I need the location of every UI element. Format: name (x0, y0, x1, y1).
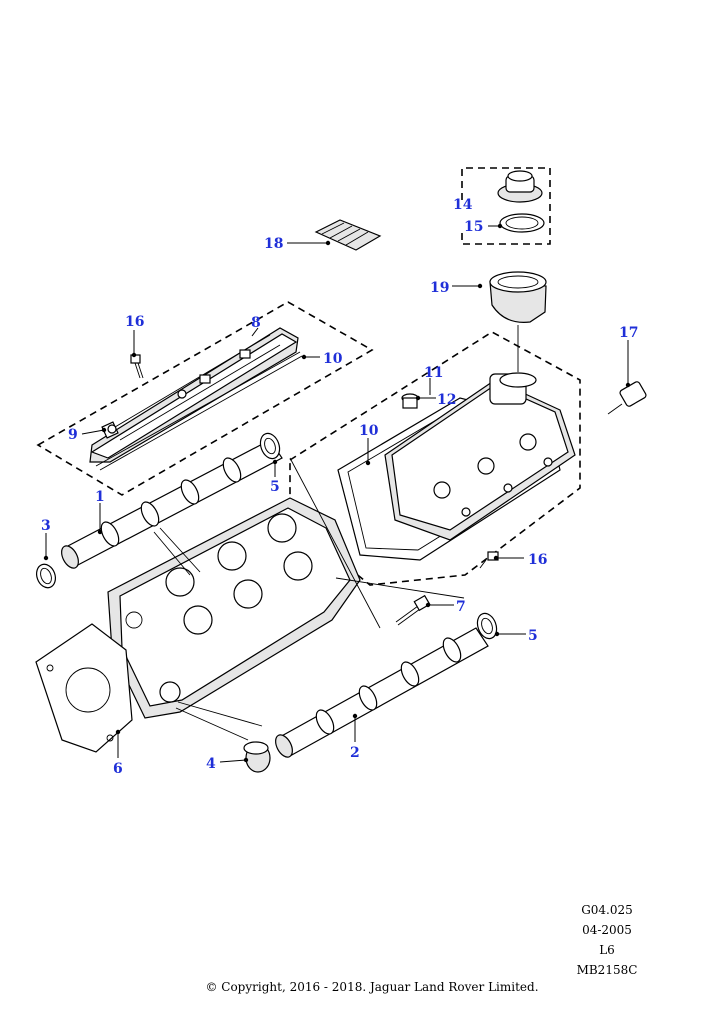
drawing-metadata: G04.025 04-2005 L6 MB2158C (572, 900, 642, 980)
callout-6: 6 (113, 761, 123, 777)
callout-5-upper: 5 (270, 479, 280, 495)
bolt-7 (395, 594, 431, 626)
guide-line-plug4b (175, 707, 249, 741)
callout-17: 17 (619, 325, 638, 341)
callout-12: 12 (437, 392, 456, 408)
callout-19: 19 (430, 280, 449, 296)
guide-line-cover (289, 457, 381, 629)
oil-filler-cap-14 (497, 170, 543, 203)
callout-1: 1 (95, 489, 105, 505)
callout-8: 8 (251, 315, 261, 331)
filler-neck-19 (489, 271, 547, 323)
callout-18: 18 (264, 236, 283, 252)
leaders (43, 223, 631, 763)
callout-5-lower: 5 (528, 628, 538, 644)
guide-line-cam1b (159, 527, 201, 573)
drawing-reference: MB2158C (576, 963, 638, 977)
callout-3: 3 (41, 518, 51, 534)
seal-5-upper (259, 432, 281, 460)
drawing-date: 04-2005 (582, 923, 632, 937)
callout-4: 4 (206, 756, 216, 772)
guide-line-cam2 (335, 577, 465, 599)
callout-10-upper: 10 (323, 351, 343, 367)
bolt-16-right (479, 551, 499, 569)
callout-9: 9 (68, 427, 78, 443)
sensor-9 (101, 421, 119, 439)
engine-code: L6 (599, 943, 615, 957)
seal-5-lower (476, 612, 498, 640)
cam-cover-8 (89, 327, 303, 471)
callout-2: 2 (350, 745, 360, 761)
copyright-notice: © Copyright, 2016 - 2018. Jaguar Land Ro… (205, 980, 539, 994)
callout-11: 11 (424, 365, 443, 381)
gasket-18 (314, 219, 382, 251)
guide-line-cam1 (153, 531, 191, 576)
valve-cover-11 (384, 372, 576, 541)
seal-15 (499, 213, 545, 233)
callout-14: 14 (453, 197, 473, 213)
camshaft-2 (275, 627, 489, 758)
seal-3 (35, 563, 57, 589)
bolt-16-left (130, 354, 144, 379)
plug-12 (401, 393, 419, 409)
callout-16-right: 16 (528, 552, 547, 568)
head-gasket-6 (35, 623, 133, 753)
guide-line-plug4 (177, 701, 263, 727)
cylinder-head (107, 497, 361, 719)
camshaft-1 (61, 439, 283, 569)
group-outline-14 (461, 167, 551, 245)
callout-15: 15 (464, 219, 483, 235)
plug-4 (243, 741, 271, 773)
callout-7: 7 (456, 599, 466, 615)
group-outline-8 (36, 301, 374, 496)
callout-16-left: 16 (125, 314, 144, 330)
drawing-code: G04.025 (581, 903, 633, 917)
callout-10-right: 10 (359, 423, 379, 439)
